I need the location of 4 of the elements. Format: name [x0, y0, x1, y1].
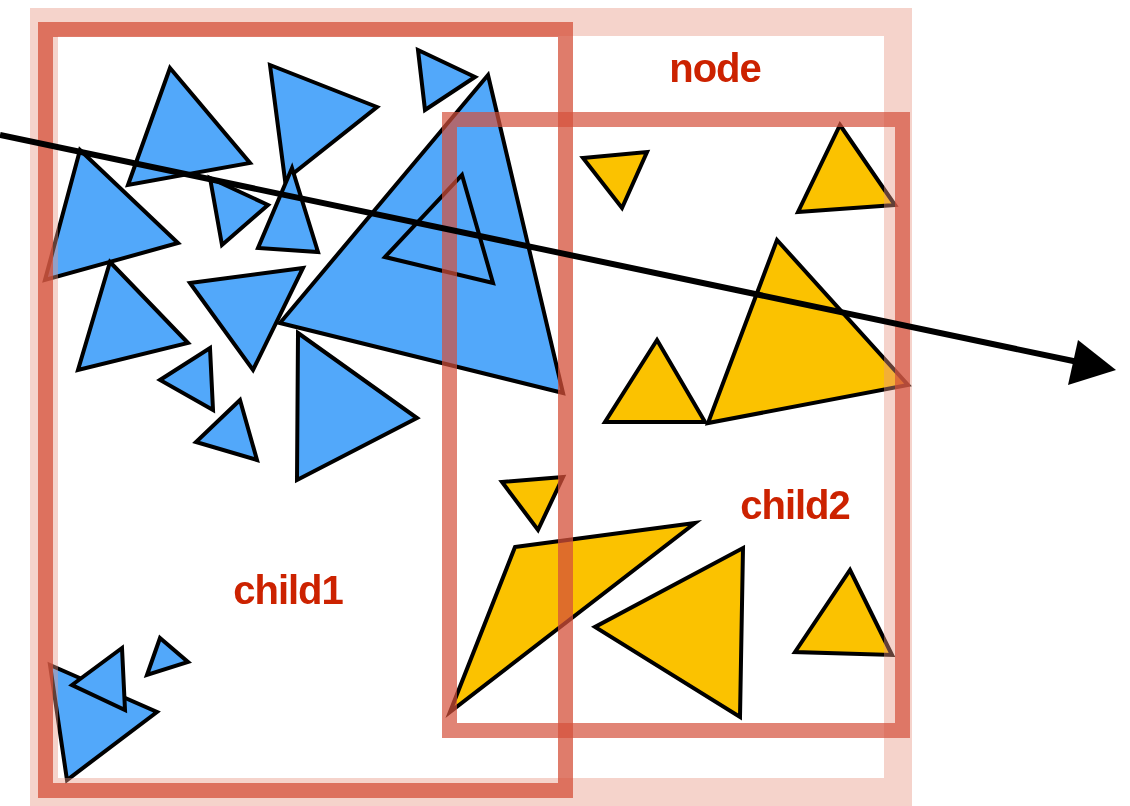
box-label: node	[669, 45, 761, 91]
box-label: child2	[740, 482, 850, 528]
bounding-box	[30, 8, 912, 806]
box-label: child1	[233, 567, 343, 613]
